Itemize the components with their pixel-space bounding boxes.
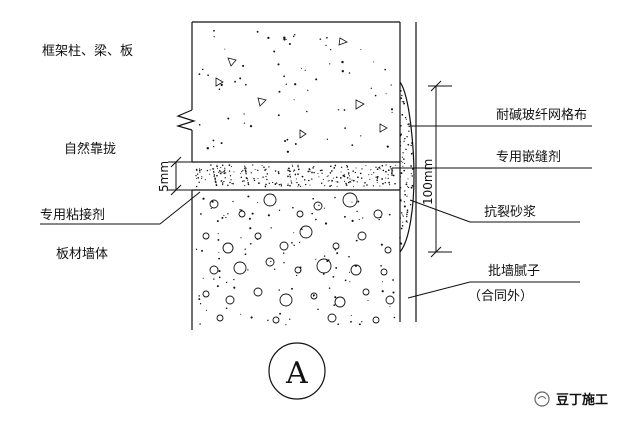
wall-pores	[202, 192, 395, 324]
concrete-aggregate	[215, 37, 388, 139]
label-mesh: 耐碱玻纤网格布	[496, 107, 587, 123]
concrete-frame-block	[175, 21, 400, 162]
putty-layer	[399, 22, 417, 322]
concrete-dots	[198, 29, 394, 153]
label-crack-mortar: 抗裂砂浆	[484, 205, 536, 220]
watermark-text: 豆丁施工	[556, 392, 608, 408]
joint-layer	[192, 161, 400, 191]
label-panel-wall: 板材墙体	[56, 247, 108, 262]
label-natural-bond: 自然靠拢	[64, 141, 116, 157]
label-frame: 框架柱、梁、板	[42, 44, 133, 59]
crack-mortar-bulge	[399, 81, 415, 253]
mortar-dots	[399, 89, 414, 245]
label-joint-agent: 专用嵌缝剂	[496, 150, 561, 165]
watermark: 豆丁施工	[534, 391, 608, 408]
detail-mark-letter: A	[285, 356, 308, 391]
label-adhesive: 专用粘接剂	[40, 207, 105, 223]
dimension-5mm	[168, 156, 196, 196]
label-putty: 批墙腻子	[488, 264, 540, 279]
dimension-100mm-label: 100mm	[421, 159, 435, 205]
watermark-logo-icon	[534, 391, 550, 407]
leader-lines	[40, 125, 592, 299]
wall-dots	[195, 194, 396, 326]
dimension-100mm	[428, 80, 452, 258]
joint-dots	[195, 164, 397, 188]
label-putty-note: （合同外）	[468, 289, 533, 304]
detail-mark-circle	[268, 342, 326, 400]
dimension-5mm-label: 5mm	[157, 161, 171, 192]
